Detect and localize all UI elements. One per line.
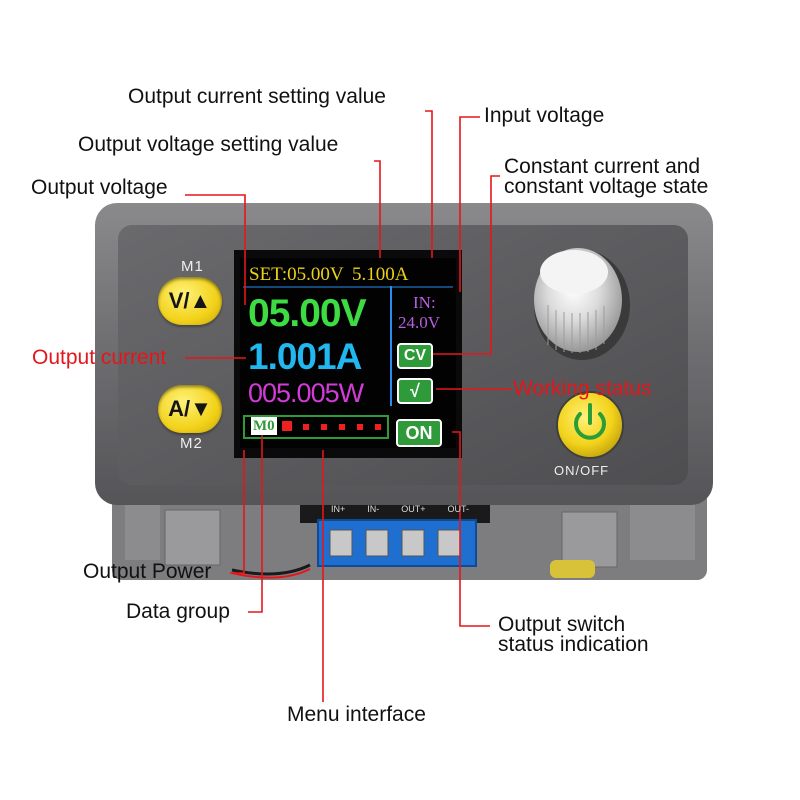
- set-current: 5.100A: [352, 264, 409, 285]
- voltage-readout: 05.00V: [248, 292, 367, 335]
- terminal-labels: IN+ IN- OUT+ OUT-: [320, 504, 480, 518]
- status-check-badge: √: [397, 378, 433, 404]
- label-output-current-setting: Output current setting value: [128, 85, 386, 108]
- set-readout: SET:05.00V 5.100A: [249, 264, 409, 286]
- wire: [231, 563, 311, 576]
- label-input-voltage: Input voltage: [484, 104, 605, 127]
- voltage-up-label: V/▲: [168, 288, 212, 313]
- input-voltage-label: IN:: [413, 293, 436, 312]
- terminal-in-minus: IN-: [367, 504, 380, 514]
- power-button-hit[interactable]: [557, 392, 623, 458]
- power-label: ON/OFF: [554, 463, 610, 478]
- label-working-status: Working status: [513, 377, 652, 400]
- label-output-power: Output Power: [83, 560, 212, 583]
- label-output-switch-line2: status indication: [498, 633, 649, 656]
- case-side-left: [125, 500, 160, 560]
- label-cc-cv-line1: Constant current and: [504, 155, 701, 178]
- label-output-switch-status: Output switch status indication: [498, 613, 649, 656]
- label-output-switch-line1: Output switch: [498, 613, 626, 636]
- voltage-up-button[interactable]: V/▲: [158, 277, 222, 325]
- label-cc-cv-line2: constant voltage state: [504, 175, 709, 198]
- label-data-group: Data group: [126, 600, 230, 623]
- terminal-screws: [329, 529, 461, 557]
- m2-label: M2: [180, 435, 203, 452]
- data-group-indicator: M0: [251, 417, 277, 435]
- set-voltage: 05.00V: [287, 264, 344, 285]
- rotary-encoder-knob[interactable]: [534, 248, 624, 352]
- mode-badge: CV: [397, 343, 433, 369]
- current-down-label: A/▼: [168, 396, 212, 421]
- label-menu-interface: Menu interface: [287, 703, 426, 726]
- output-state-badge: ON: [396, 419, 442, 447]
- terminal-out-plus: OUT+: [401, 504, 426, 514]
- case-clip-left: [164, 509, 221, 566]
- yellow-knob-base: [550, 560, 595, 578]
- power-readout: 005.005W: [248, 378, 364, 408]
- label-cc-cv-state: Constant current and constant voltage st…: [504, 155, 709, 198]
- case-side-right: [630, 500, 695, 560]
- current-readout: 1.001A: [248, 336, 362, 377]
- m1-label: M1: [181, 258, 204, 275]
- terminal-in-plus: IN+: [330, 504, 346, 514]
- data-bar: [282, 421, 381, 431]
- label-output-voltage-setting: Output voltage setting value: [78, 133, 339, 156]
- input-voltage-value: 24.0V: [398, 313, 441, 332]
- label-output-current: Output current: [32, 346, 167, 369]
- current-down-button[interactable]: A/▼: [158, 385, 222, 433]
- leader-lines: [185, 110, 512, 702]
- terminal-out-minus: OUT-: [447, 504, 469, 514]
- set-prefix: SET:: [249, 264, 288, 285]
- label-output-voltage: Output voltage: [31, 176, 168, 199]
- case-clip-right: [561, 511, 618, 568]
